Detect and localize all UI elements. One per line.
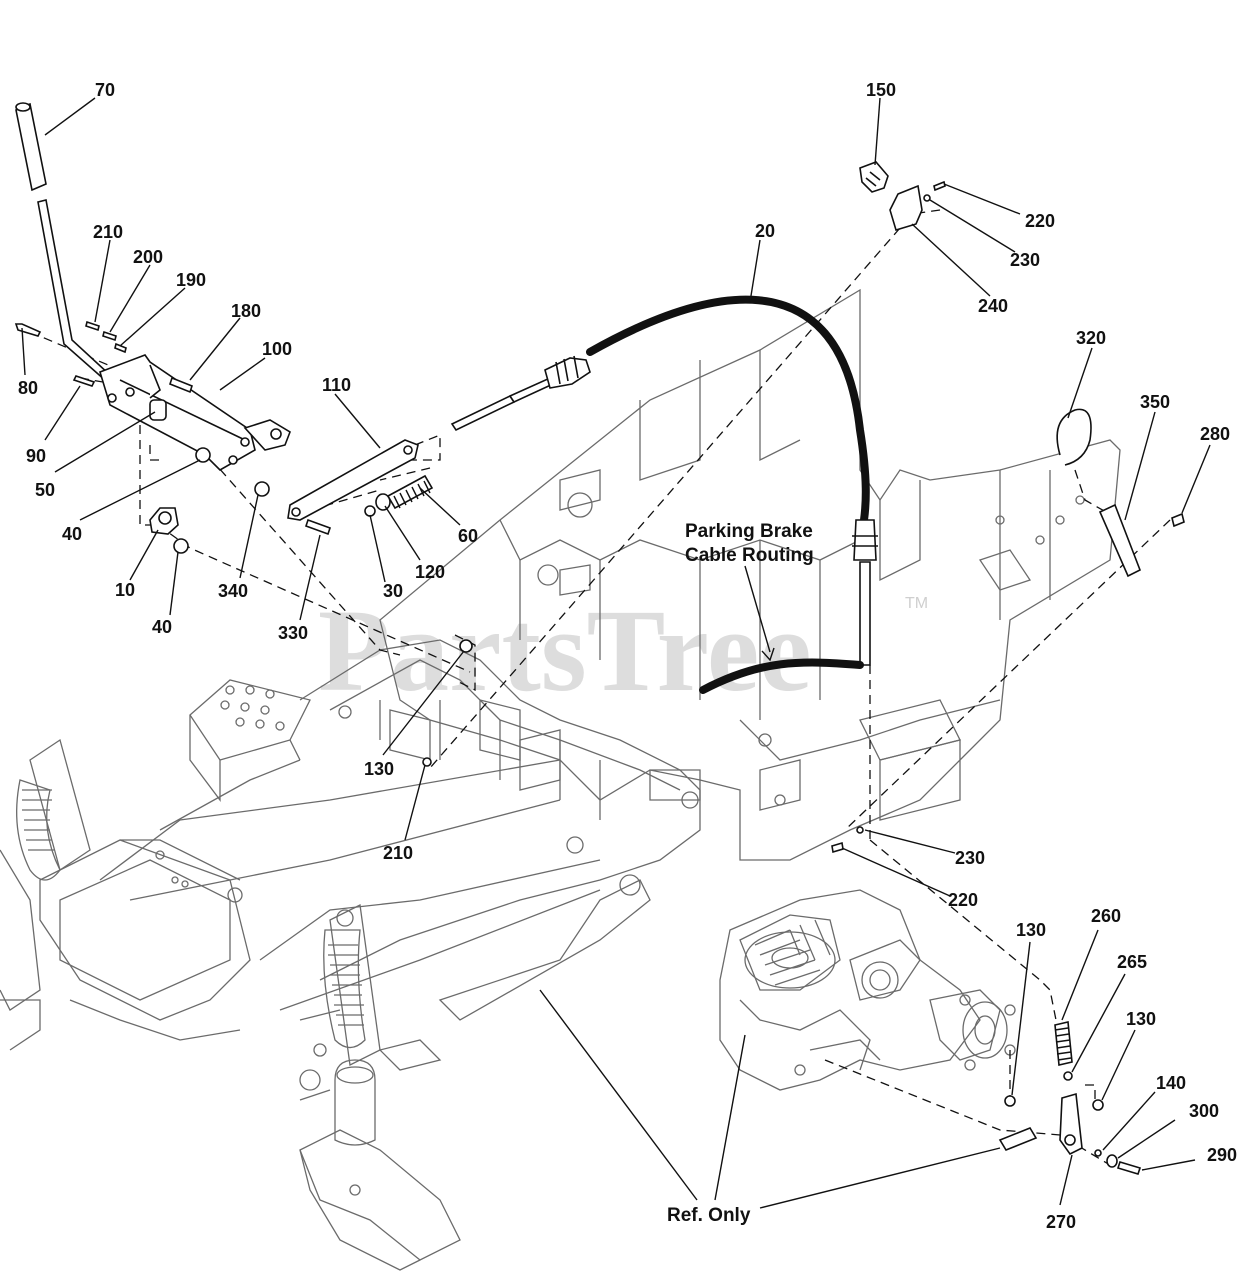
strap-350: [1098, 503, 1142, 578]
cable-fitting-upper: [544, 355, 591, 389]
bolt-210-upper: [85, 320, 100, 332]
screw-190: [114, 342, 127, 354]
brake-arm-270: [1059, 1092, 1083, 1156]
callout-220: 220: [1025, 211, 1055, 231]
screw-90: [72, 375, 96, 387]
cable-routing-path: [699, 658, 864, 694]
callout-210: 210: [93, 222, 123, 242]
callout-265: 265: [1117, 952, 1147, 972]
parts: [14, 102, 1185, 1175]
callout-280: 280: [1200, 424, 1230, 444]
clevis-pin: [169, 376, 193, 394]
callout-40: 40: [62, 524, 82, 544]
cable-fitting-lower: [852, 519, 878, 666]
callout-190: 190: [176, 270, 206, 290]
spacer-200: [102, 330, 117, 342]
callout-80: 80: [18, 378, 38, 398]
hydrostatic-transaxle: [719, 889, 1016, 1091]
callout-150: 150: [866, 80, 896, 100]
bolt-330: [304, 518, 332, 536]
brake-lever-assembly: [99, 354, 291, 471]
callout-100: 100: [262, 339, 292, 359]
callout-130: 130: [364, 759, 394, 779]
routing-note-line1: Parking Brake: [685, 521, 813, 542]
callout-350: 350: [1140, 392, 1170, 412]
callout-270: 270: [1046, 1212, 1076, 1232]
brake-link: [287, 439, 419, 521]
notes: Parking Brake Cable Routing Ref. Only: [667, 521, 814, 1226]
callout-40: 40: [152, 617, 172, 637]
watermark-text: PartsTree: [318, 585, 812, 716]
callout-110: 110: [322, 375, 351, 395]
callout-130: 130: [1126, 1009, 1156, 1029]
callout-210: 210: [383, 843, 413, 863]
washer-230-upper: [923, 194, 931, 202]
callout-20: 20: [755, 221, 775, 241]
ref-only-note: Ref. Only: [667, 1205, 751, 1226]
callout-260: 260: [1091, 906, 1121, 926]
watermark-trademark: TM: [905, 595, 928, 612]
clip-265: [1063, 1071, 1073, 1081]
pivot-bracket: [149, 507, 179, 535]
nut-30: [364, 505, 376, 517]
callout-340: 340: [218, 581, 248, 601]
nut-130-mid: [1004, 1095, 1016, 1107]
nut-40-lower: [173, 538, 189, 554]
washer-300: [1106, 1154, 1118, 1168]
washer-140: [1094, 1149, 1102, 1157]
callout-330: 330: [278, 623, 308, 643]
callout-230: 230: [955, 848, 985, 868]
washer-230-lower: [856, 826, 864, 834]
callout-120: 120: [415, 562, 445, 582]
screw-280: [1171, 512, 1185, 528]
bolt-290: [1116, 1161, 1142, 1175]
nut-40-upper: [195, 447, 211, 463]
callout-220: 220: [948, 890, 978, 910]
cable-bracket: [889, 184, 923, 231]
callout-140: 140: [1156, 1073, 1186, 1093]
callout-50: 50: [35, 480, 55, 500]
callout-130: 130: [1016, 920, 1046, 940]
callout-labels: 70 210 200 190 180 100 80 90 50 40 10 40…: [18, 80, 1237, 1232]
mower-frame: [0, 288, 1121, 1271]
cable-end-rod-thin: [508, 376, 555, 404]
callout-180: 180: [231, 301, 261, 321]
callout-30: 30: [383, 581, 403, 601]
washer-120: [375, 493, 391, 511]
nut-130-right: [1092, 1099, 1104, 1111]
callout-10: 10: [115, 580, 135, 600]
brake-spring: [1054, 1021, 1073, 1066]
cable-tie: [1056, 408, 1092, 466]
bolt-80: [14, 323, 42, 337]
callout-200: 200: [133, 247, 163, 267]
callout-90: 90: [26, 446, 46, 466]
cable-end-rod: [450, 394, 516, 432]
callout-60: 60: [458, 526, 478, 546]
callout-70: 70: [95, 80, 115, 100]
nut-130-upper: [459, 639, 473, 653]
routing-note-line2: Cable Routing: [685, 545, 814, 566]
screw-220-upper: [933, 180, 946, 192]
screw-220-lower: [831, 841, 844, 854]
leader-lines: [21, 97, 1211, 1209]
cable-clip: [859, 161, 889, 193]
parking-brake-cable: [586, 295, 870, 524]
screw-210-lower: [422, 757, 432, 767]
brake-arm-ref: [998, 1127, 1038, 1151]
handle-grip: [15, 102, 47, 192]
callout-230: 230: [1010, 250, 1040, 270]
callout-240: 240: [978, 296, 1008, 316]
callout-290: 290: [1207, 1145, 1237, 1165]
callout-300: 300: [1189, 1101, 1219, 1121]
return-spring: [386, 474, 434, 510]
callout-320: 320: [1076, 328, 1106, 348]
nut-340: [254, 481, 270, 497]
